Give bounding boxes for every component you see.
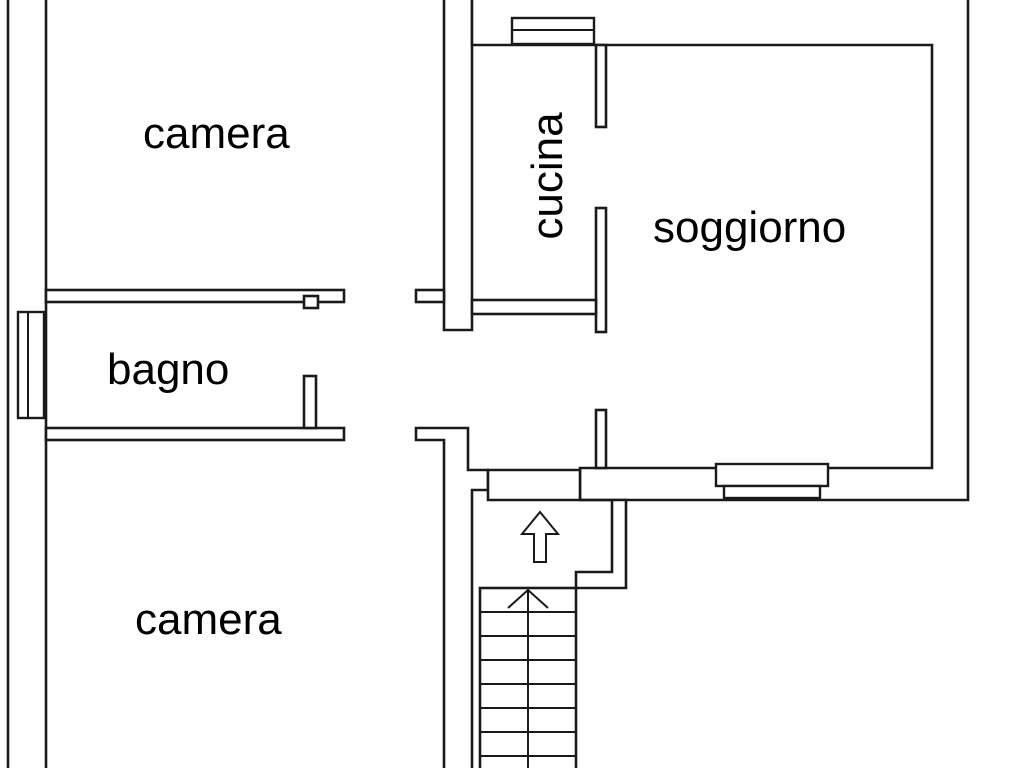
bagno-window: [16, 310, 46, 420]
cucina-partition-lower: [594, 206, 608, 334]
room-label-camera-top: camera: [143, 109, 290, 158]
bagno-south-wall: [44, 426, 346, 442]
cucina-south-wall: [470, 298, 598, 316]
soggiorno-door-jamb: [594, 408, 608, 470]
room-label-camera-bottom: camera: [135, 595, 282, 644]
room-label-cucina: cucina: [523, 112, 572, 240]
bagno-door-jamb: [302, 374, 318, 430]
room-label-soggiorno: soggiorno: [653, 203, 847, 252]
corridor-east-wall-upper: [442, 0, 474, 332]
soggiorno-window: [714, 462, 830, 488]
cucina-partition-upper: [594, 43, 608, 129]
bagno-north-wall-tab: [302, 294, 320, 310]
room-label-bagno: bagno: [107, 345, 230, 394]
bagno-north-stub: [414, 288, 446, 304]
soggiorno-window-sill: [722, 484, 822, 500]
north-exterior-wall: [470, 0, 970, 502]
bagno-north-wall: [44, 288, 346, 304]
corridor-east-wall-lower: [414, 426, 490, 768]
up-arrow-icon: [519, 510, 561, 563]
stair-direction-icon: [507, 588, 549, 609]
